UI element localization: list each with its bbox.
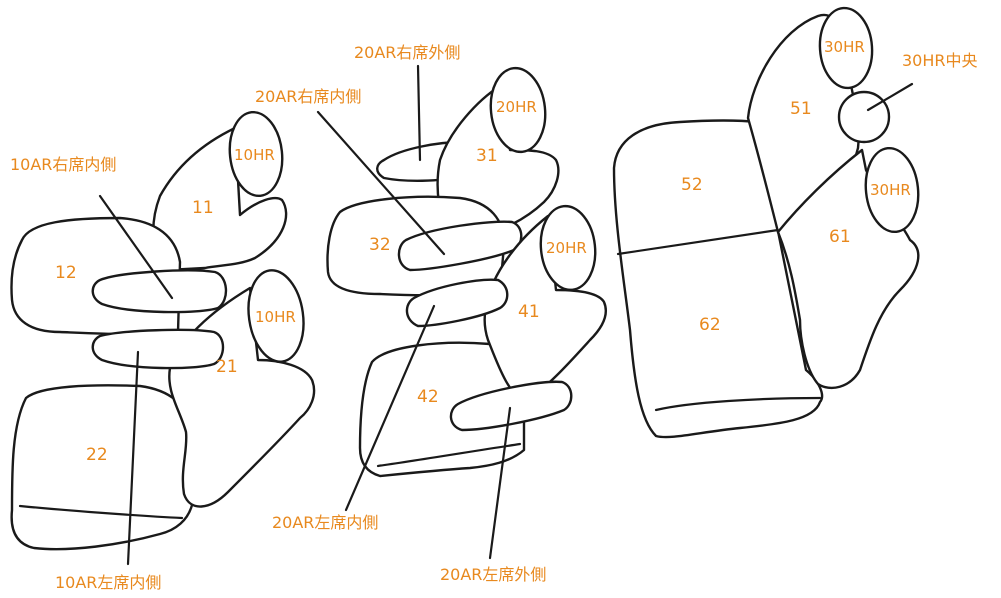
armrest-10ar-left-inner <box>91 328 225 370</box>
seat-22-cushion <box>10 384 194 551</box>
headrest-10hr-left <box>247 269 305 363</box>
headrest-label-20hr-right: 20HR <box>496 98 537 116</box>
callout-20ar-right-inner: 20AR右席内側 <box>255 87 361 106</box>
part-label-32: 32 <box>369 235 391 255</box>
headrest-label-10hr-right: 10HR <box>234 146 275 164</box>
headrest-label-10hr-left: 10HR <box>255 308 296 326</box>
row1-seats <box>10 110 316 551</box>
seat-62-seam <box>654 396 822 412</box>
callout-labels: 10AR右席内側 10AR左席内側 20AR右席外側 20AR右席内側 20AR… <box>10 43 546 592</box>
part-label-61: 61 <box>829 227 851 247</box>
headrest-label-20hr-left: 20HR <box>546 239 587 257</box>
callout-20ar-left-outer: 20AR左席外側 <box>440 565 546 584</box>
leader-20ar-left-inner <box>344 304 436 512</box>
headrest-20hr-right <box>489 66 547 154</box>
headrest-label-30hr-right: 30HR <box>824 38 865 56</box>
seat-52-62-divider <box>616 228 780 256</box>
callout-10ar-right-inner: 10AR右席内側 <box>10 155 116 174</box>
part-label-11: 11 <box>192 198 214 218</box>
callout-10ar-left-inner: 10AR左席内側 <box>55 573 161 592</box>
callout-20ar-left-inner: 20AR左席内側 <box>272 513 378 532</box>
row3-seats <box>612 6 920 439</box>
row2-seats <box>326 66 607 478</box>
part-label-52: 52 <box>681 175 703 195</box>
part-label-41: 41 <box>518 302 540 322</box>
headrest-labels: 10HR 10HR 20HR 20HR 30HR 30HR中央 30HR <box>234 38 978 326</box>
leader-30hr-center <box>866 82 914 112</box>
leader-10ar-right-inner <box>98 194 174 300</box>
headrest-30hr-right <box>818 6 874 90</box>
seat-22-seam <box>18 504 184 520</box>
armrest-20ar-left-outer <box>449 380 573 432</box>
part-label-31: 31 <box>476 146 498 166</box>
leader-20ar-left-outer <box>488 406 512 560</box>
seat-42-cushion <box>358 341 526 478</box>
armrest-10ar-right-inner <box>91 269 228 314</box>
leader-20ar-right-inner <box>316 110 446 256</box>
part-label-21: 21 <box>216 357 238 377</box>
headrest-label-30hr-left: 30HR <box>870 181 911 199</box>
part-label-42: 42 <box>417 387 439 407</box>
leader-20ar-right-outer <box>416 64 422 162</box>
part-label-22: 22 <box>86 445 108 465</box>
headrest-label-30hr-center: 30HR中央 <box>902 51 978 70</box>
armrest-20ar-left-inner <box>405 278 509 328</box>
headrest-20hr-left <box>539 204 597 292</box>
part-label-12: 12 <box>55 263 77 283</box>
part-labels: 11 12 21 22 31 32 41 42 51 52 61 62 <box>55 99 851 465</box>
headrest-30hr-left <box>864 146 920 234</box>
callout-20ar-right-outer: 20AR右席外側 <box>354 43 460 62</box>
leader-10ar-left-inner <box>126 350 140 566</box>
headrest-30hr-center <box>837 90 891 144</box>
leader-lines <box>98 64 914 566</box>
part-label-51: 51 <box>790 99 812 119</box>
part-label-62: 62 <box>699 315 721 335</box>
seat-41-backrest <box>483 214 607 402</box>
headrest-10hr-right <box>228 110 284 198</box>
